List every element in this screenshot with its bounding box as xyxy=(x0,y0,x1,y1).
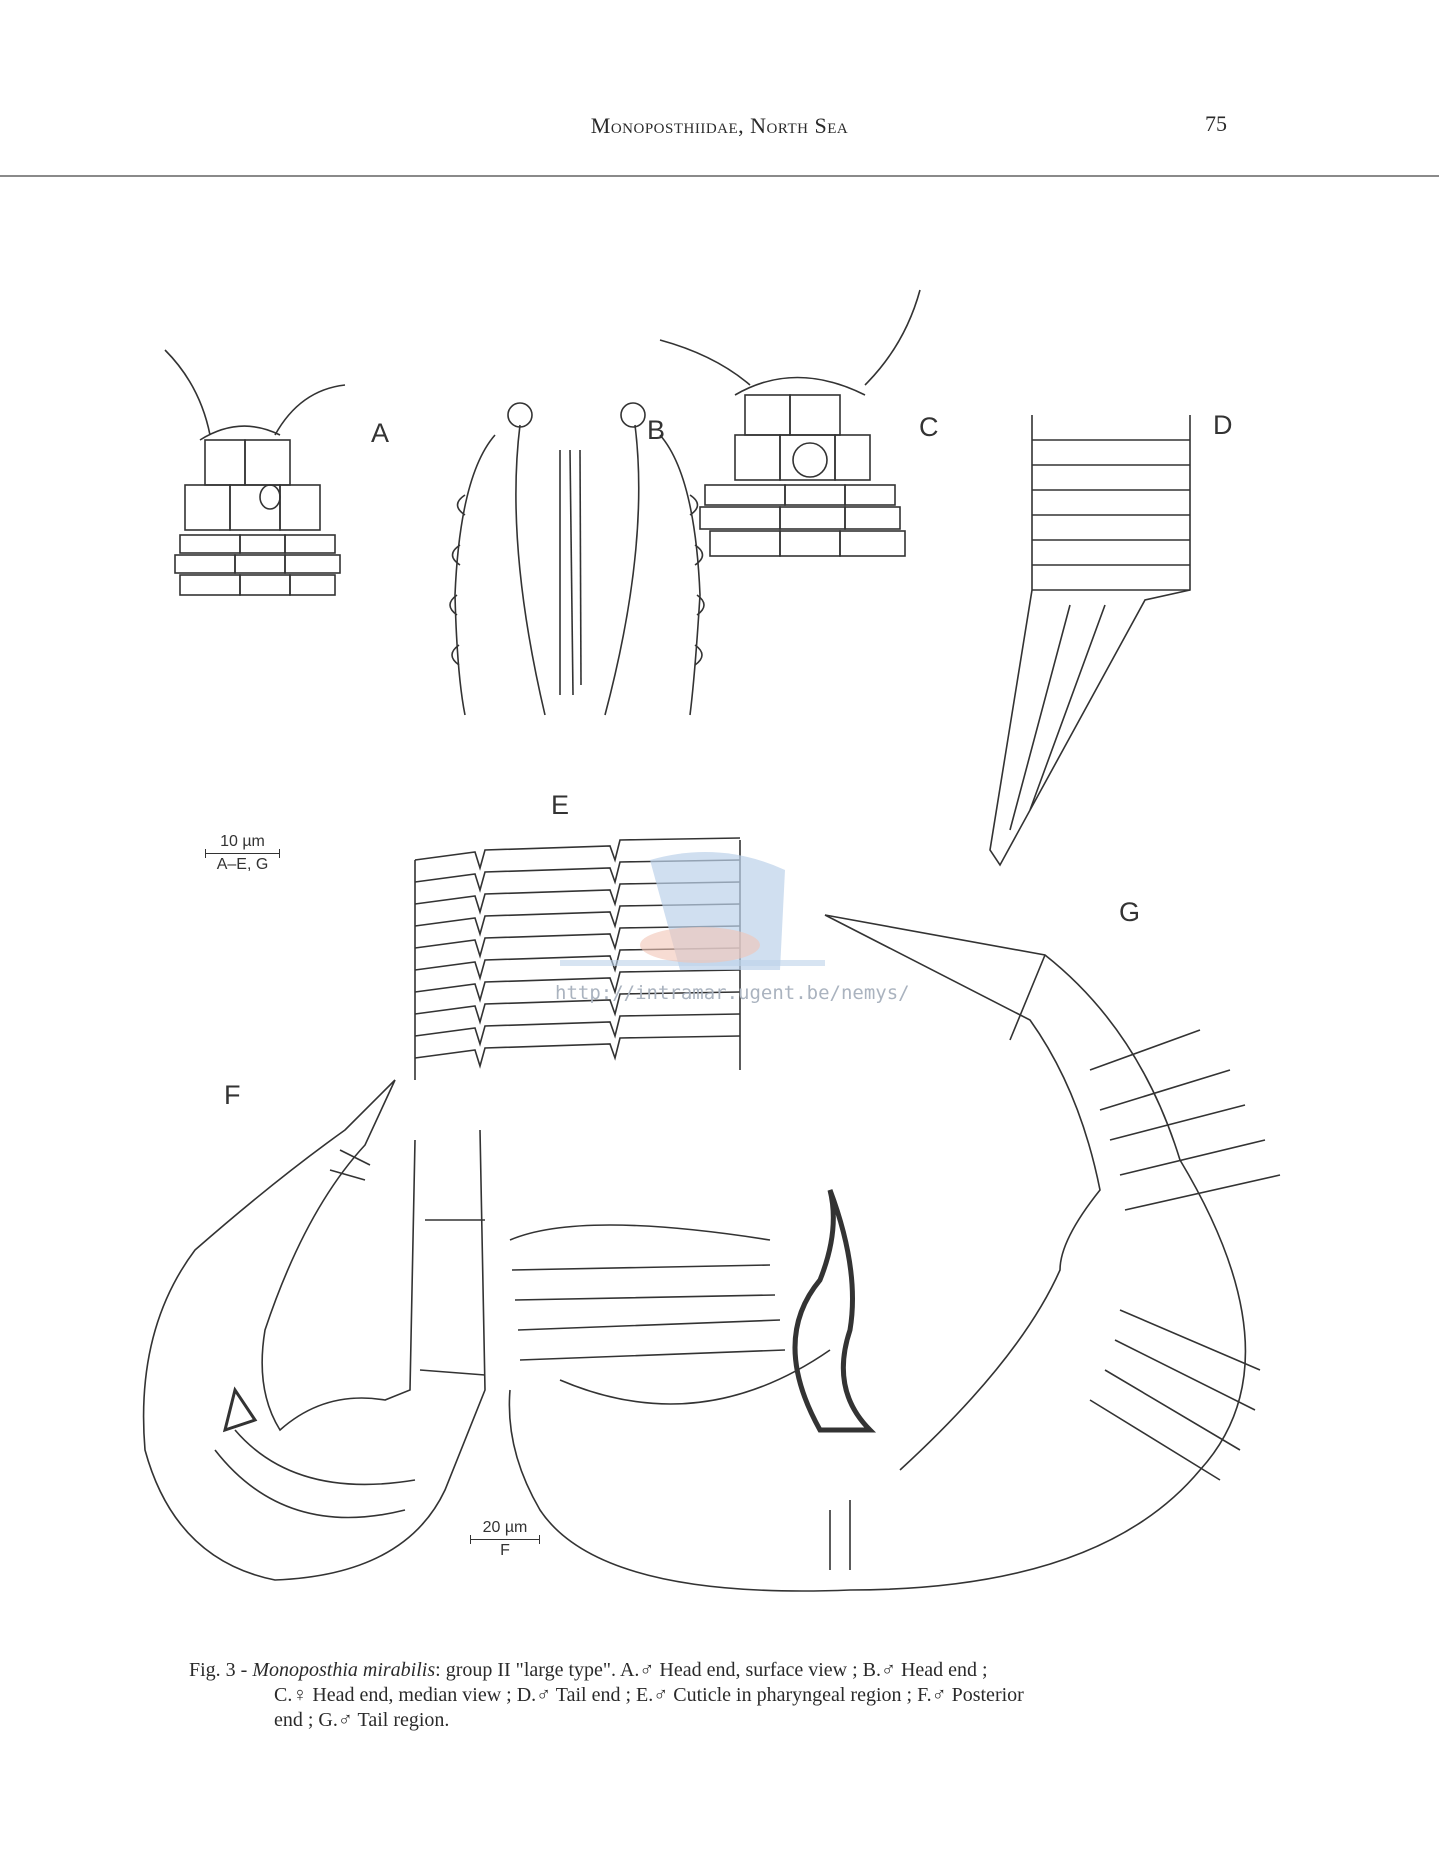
cuticle-annule xyxy=(414,881,741,915)
watermark-logo xyxy=(560,852,825,970)
caption-line3: end ; G.♂ Tail region. xyxy=(274,1709,450,1731)
cuticle-annule xyxy=(414,903,741,937)
scale-bar-value: 10 µm xyxy=(220,833,265,850)
caption-prefix: Fig. 3 - xyxy=(189,1659,253,1681)
scale-bar-20um: 20 µm F xyxy=(470,1519,540,1560)
caption-line2: C.♀ Head end, median view ; D.♂ Tail end… xyxy=(274,1684,1024,1706)
watermark-url: http://intramar.ugent.be/nemys/ xyxy=(555,982,910,1004)
scale-bar-line xyxy=(470,1535,540,1544)
drawing-f-posterior-end xyxy=(142,1079,486,1581)
caption-line1: : group II "large type". A.♂ Head end, s… xyxy=(435,1659,988,1681)
drawing-g-tail-region xyxy=(508,914,1281,1592)
scale-bar-panels: A–E, G xyxy=(216,856,269,873)
scale-bar-value: 20 µm xyxy=(482,1519,528,1536)
drawing-d-tail-end xyxy=(989,415,1191,867)
drawing-c-head-median xyxy=(659,289,921,557)
drawing-b-head-end xyxy=(449,402,705,716)
cuticle-annule xyxy=(414,1035,741,1069)
cuticle-annule xyxy=(414,859,741,893)
cuticle-annule xyxy=(414,947,741,981)
figure-caption: Fig. 3 - Monoposthia mirabilis: group II… xyxy=(189,1658,1234,1733)
cuticle-annule xyxy=(414,1013,741,1047)
panel-label-g: G xyxy=(1119,897,1141,927)
panel-label-a: A xyxy=(371,418,390,448)
header-rule xyxy=(0,175,1439,177)
panel-label-c: C xyxy=(919,412,939,442)
cuticle-annule xyxy=(414,837,741,871)
cuticle-annule xyxy=(414,991,741,1025)
panel-label-e: E xyxy=(551,790,570,820)
scale-bar-panels: F xyxy=(500,1542,510,1559)
caption-species: Monoposthia mirabilis xyxy=(252,1659,436,1681)
drawing-a-head-surface xyxy=(164,349,346,596)
scale-bar-line xyxy=(205,849,280,858)
page-number: 75 xyxy=(1205,111,1227,136)
panel-label-f: F xyxy=(224,1080,241,1110)
running-head: Monoposthiidae, North Sea xyxy=(590,113,849,138)
scale-bar-10um: 10 µm A–E, G xyxy=(205,833,280,874)
panel-label-d: D xyxy=(1213,410,1233,440)
cuticle-annule xyxy=(414,925,741,959)
cuticle-annule xyxy=(414,969,741,1003)
drawing-e-cuticle xyxy=(414,837,741,1080)
panel-label-b: B xyxy=(647,415,666,445)
